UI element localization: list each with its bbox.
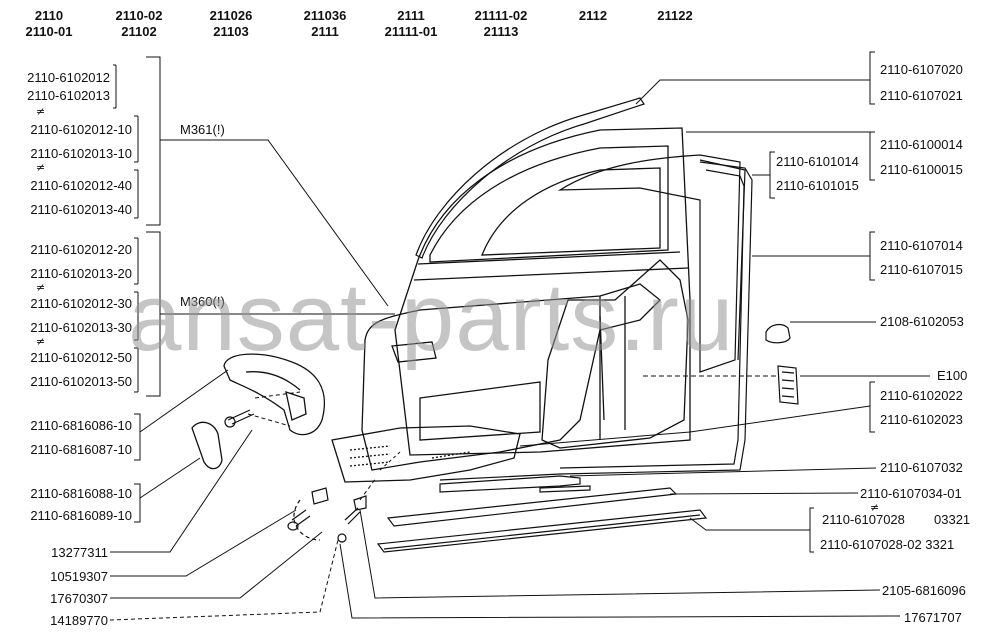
model-col-1: 2110 2110-01 [14, 8, 84, 40]
part-label: E100 [937, 368, 968, 383]
part-label: 2110-6102013-50 [30, 374, 132, 389]
glass-run-part [557, 154, 746, 373]
model-top: 2111 [397, 8, 425, 23]
part-label: 2110-6102012-40 [30, 178, 132, 193]
part-label: 2110-6100014 [880, 137, 963, 152]
e100-part [777, 365, 799, 405]
part-label: 17671707 [904, 610, 962, 625]
part-label: 2110-6102012-30 [30, 296, 132, 311]
part-label: 2110-6107015 [880, 262, 963, 277]
model-top: 211036 [303, 8, 347, 23]
part-label: 2110-6101014 [776, 154, 859, 169]
part-label: 2110-6107028 [822, 512, 905, 527]
part-label: 2110-6816088-10 [30, 486, 132, 501]
bracket-handle [134, 413, 141, 523]
part-label: 2110-6107014 [880, 238, 963, 253]
part-label: 2110-6102013-10 [30, 146, 132, 161]
not-equal-icon: ≠ [36, 281, 46, 294]
screw-part [224, 409, 255, 428]
model-top: 2110-02 [115, 8, 163, 23]
door-seal-part [439, 161, 753, 481]
part-label: 2110-6107034-01 [860, 486, 962, 501]
fastener-parts [287, 487, 367, 543]
part-label: 2110-6102012-20 [30, 242, 132, 257]
part-label: 2110-6102012-10 [30, 122, 132, 137]
part-label: 2110-6102012-50 [30, 350, 132, 365]
clip-part [765, 323, 791, 344]
part-label: 2110-6107028-02 3321 [820, 537, 955, 552]
model-top: 21122 [657, 8, 693, 23]
part-label: 2110-6107032 [880, 460, 963, 475]
part-label: 2110-6816089-10 [30, 508, 132, 523]
not-equal-icon: ≠ [36, 335, 46, 348]
model-col-5: 2111 21111-01 [376, 8, 446, 40]
model-top: 211026 [209, 8, 253, 23]
model-bottom: 21113 [483, 24, 519, 39]
molding-strips [376, 487, 708, 553]
watermark: ansat-parts.ru [128, 264, 735, 371]
bracket-group2 [134, 231, 161, 397]
part-label: 2110-6102013-30 [30, 320, 132, 335]
part-label: 17670307 [50, 591, 108, 606]
part-label: 13277311 [51, 545, 108, 560]
part-label: 2110-6107021 [880, 88, 963, 103]
model-col-6: 21111-02 21113 [466, 8, 536, 40]
model-bottom: 21103 [213, 24, 249, 39]
model-col-8: 21122 [640, 8, 710, 24]
handle-cap-part [191, 421, 223, 470]
model-bottom: 21111-01 [384, 24, 438, 39]
part-label: 2110-6102013 [27, 88, 110, 103]
model-col-2: 2110-02 21102 [104, 8, 174, 40]
part-label: 2110-6102013-20 [30, 266, 132, 281]
bracket-group1 [113, 56, 161, 226]
part-label: 2110-6107020 [880, 62, 963, 77]
part-label: 2110-6816087-10 [30, 442, 132, 457]
door-trim-panel [361, 283, 661, 471]
not-equal-icon: ≠ [36, 161, 46, 174]
model-top: 2112 [578, 8, 608, 23]
part-label: 10519307 [50, 569, 108, 584]
m361-label: M361(!) [180, 122, 225, 137]
model-top: 21111-02 [474, 8, 528, 23]
model-top: 2110 [34, 8, 64, 23]
model-bottom: 2110-01 [25, 24, 73, 39]
not-equal-icon: ≠ [870, 501, 880, 514]
part-label: 2108-6102053 [880, 314, 964, 329]
top-seal-part [415, 97, 645, 259]
part-label: 2110-6101015 [776, 178, 859, 193]
part-label: 2105-6816096 [882, 583, 966, 598]
part-label: 2110-6100015 [880, 162, 963, 177]
part-label: 14189770 [50, 613, 108, 628]
part-label: 2110-6102012 [27, 70, 110, 85]
part-label: 2110-6102022 [880, 388, 963, 403]
armrest-part [331, 425, 521, 483]
sill-seal-part [439, 475, 591, 493]
door-frame [394, 127, 691, 456]
part-label: 2110-6102023 [880, 412, 963, 427]
part-label: 03321 [934, 512, 971, 527]
leader-lines-right [339, 51, 930, 619]
m360-label: M360(!) [180, 294, 225, 309]
model-col-3: 211026 21103 [196, 8, 266, 40]
model-col-4: 211036 2111 [290, 8, 360, 40]
leader-lines-left [109, 139, 395, 621]
model-bottom: 21102 [121, 24, 157, 39]
model-bottom: 2111 [311, 24, 339, 39]
part-label: 2110-6102013-40 [30, 202, 132, 217]
not-equal-icon: ≠ [36, 105, 46, 118]
part-label: 2110-6816086-10 [30, 418, 132, 433]
handle-part [223, 353, 326, 436]
model-col-7: 2112 [558, 8, 628, 24]
